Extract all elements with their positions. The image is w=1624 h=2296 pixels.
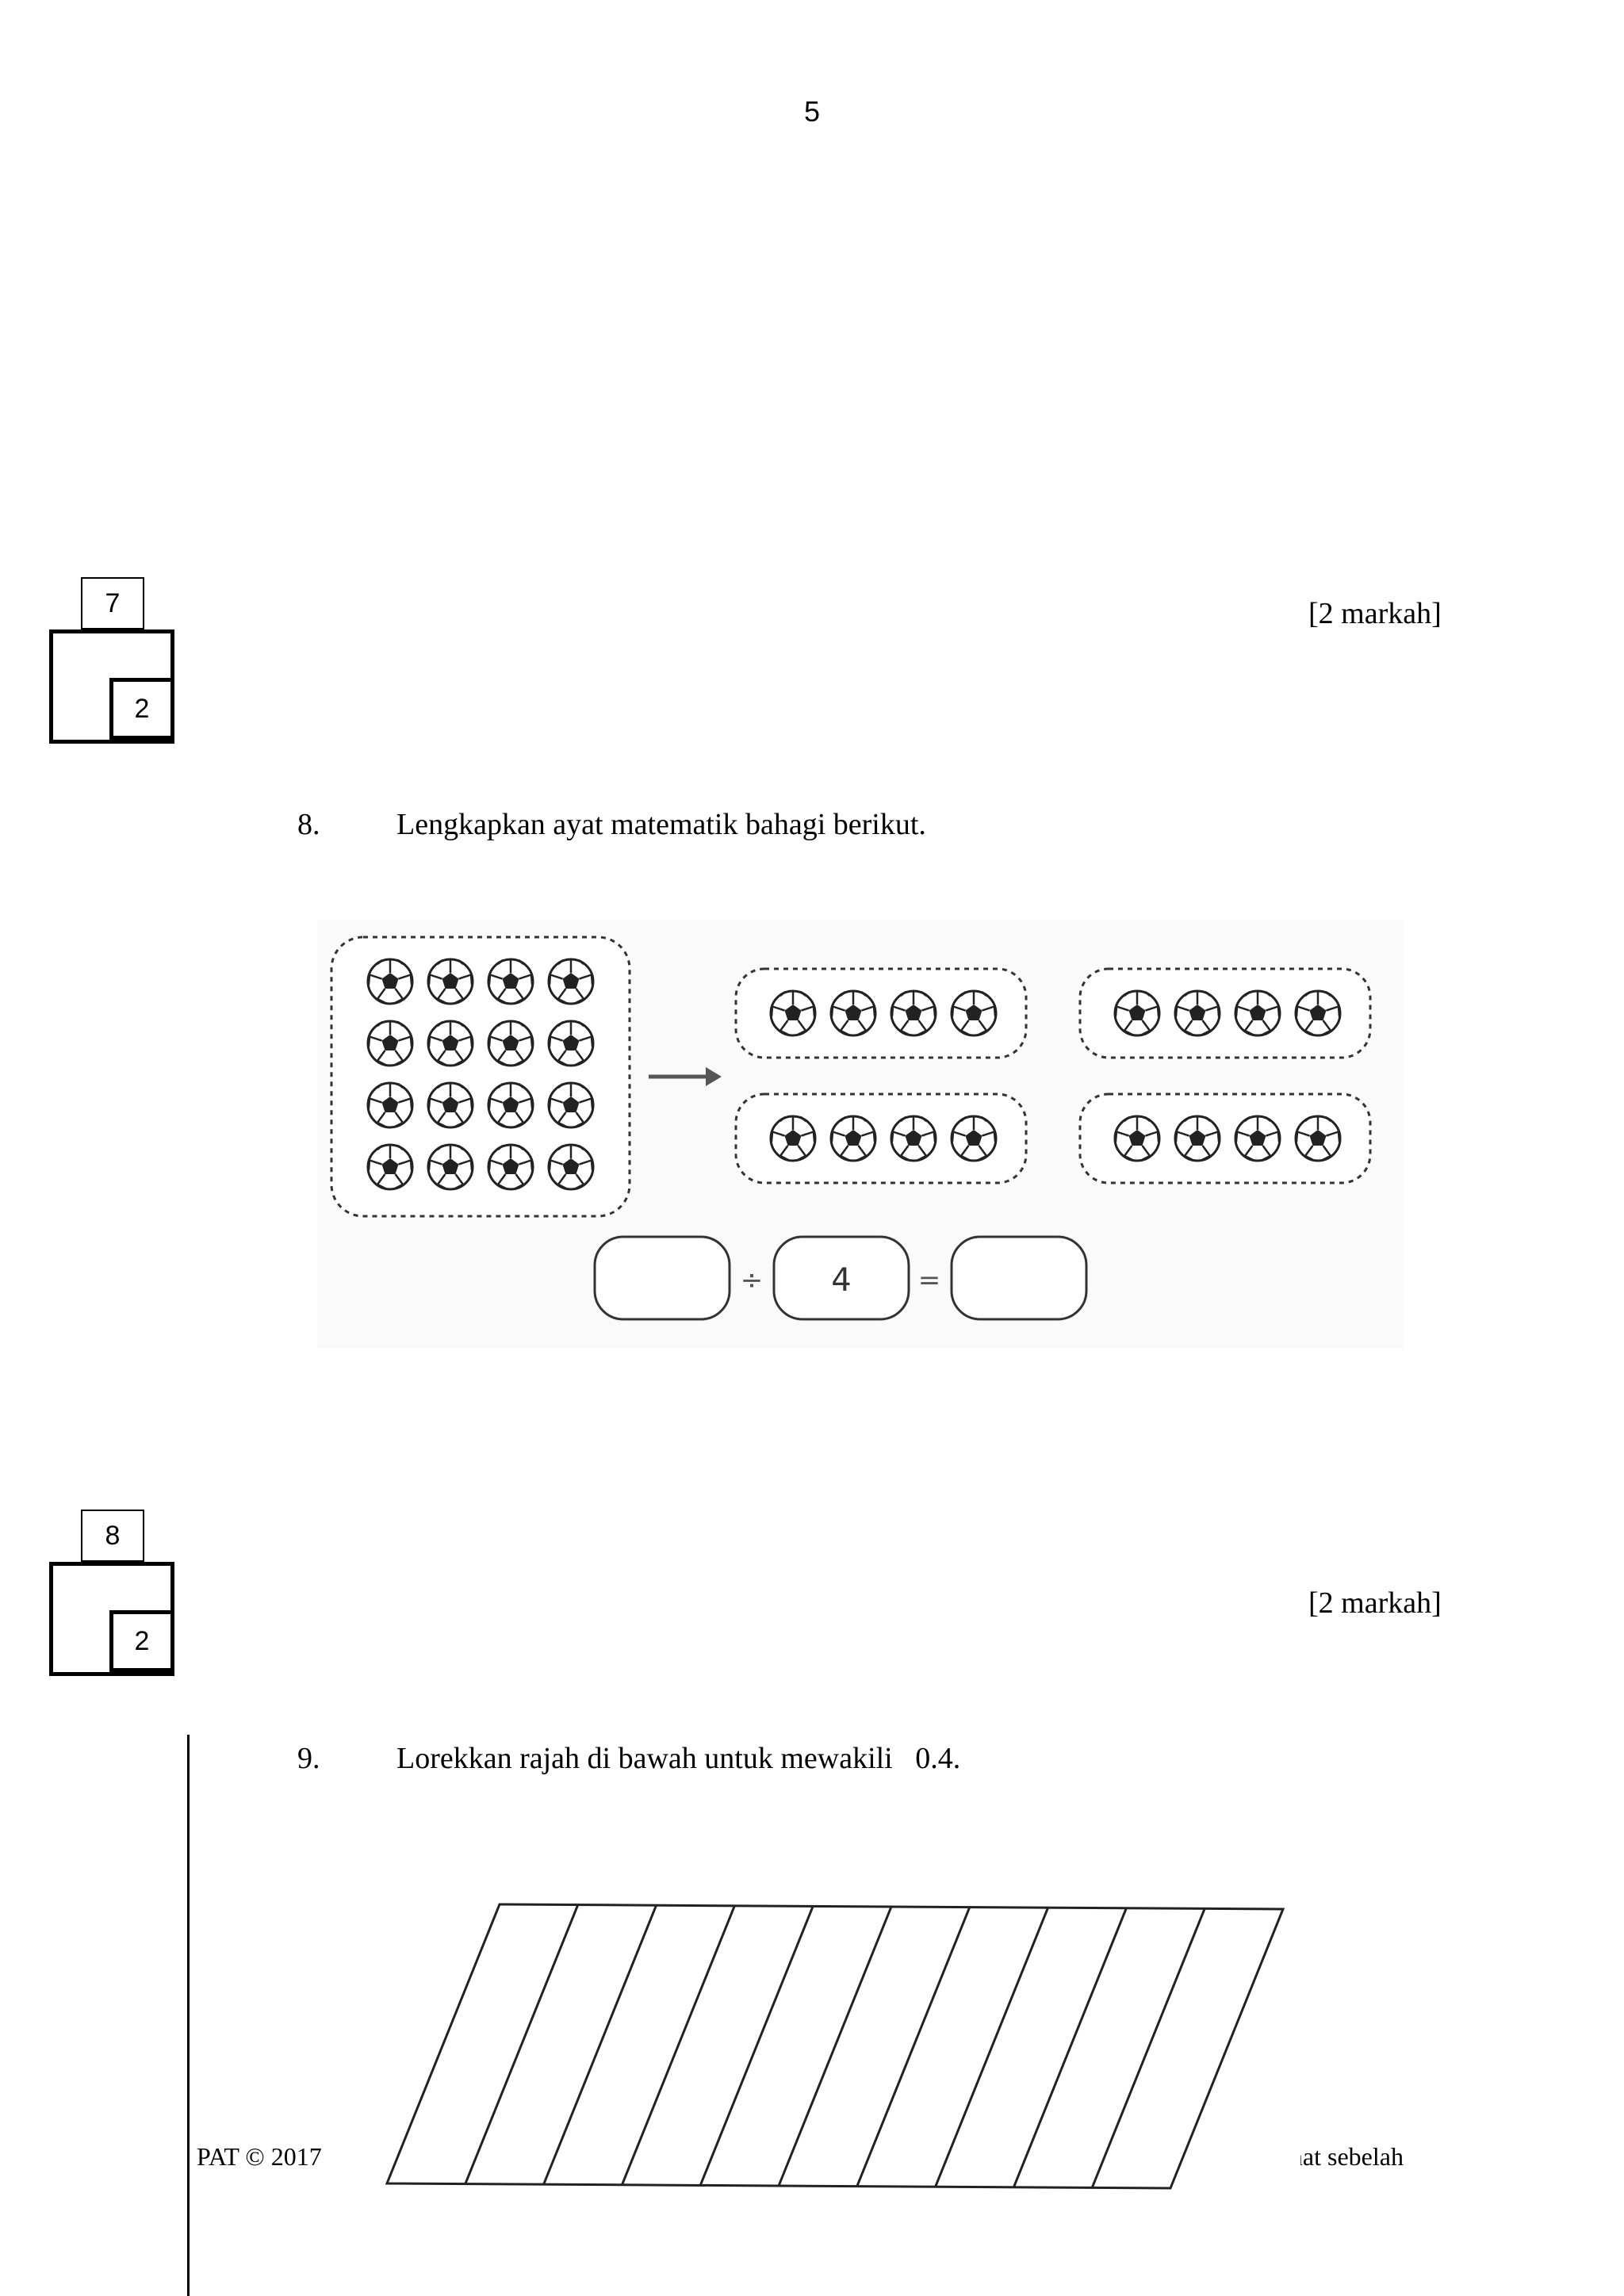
q8-division-figure: ÷ 4 = [317,920,1404,1348]
footer-copyright: PAT © 2017 [197,2142,322,2171]
q9-instruction: Lorekkan rajah di bawah untuk mewakili [396,1742,893,1775]
q8-quotient-answer-box [950,1235,1088,1321]
q8-divisor-value: 4 [831,1262,851,1299]
q9-divider-line [464,1904,580,2185]
q7-question-number-box: 7 [81,577,144,629]
q9-divider-line [777,1906,893,2187]
q8-dividend-answer-box [593,1235,731,1321]
q8-group-outline-2 [1078,967,1372,1059]
q8-divisor-box [772,1235,910,1321]
q9-divider-line [934,1907,1049,2187]
q7-score-box: 2 [109,678,174,740]
q8-number: 8. [297,808,320,841]
q9-parallelogram-outline [385,1903,1285,2190]
page-number: 5 [803,95,821,128]
margin-line [187,1735,190,2296]
q9-divider-line [699,1905,814,2186]
q9-value: 0.4. [915,1742,961,1775]
q9-divider-line [542,1904,657,2185]
q9-number: 9. [297,1742,320,1775]
q8-group-outline-1 [734,967,1028,1059]
q8-question-number-box: 8 [81,1510,144,1562]
q9-parallelogram-figure[interactable] [365,1887,1300,2204]
q8-marks-label: [2 markah] [1308,1586,1442,1620]
q8-score-outer: 2 [49,1562,174,1676]
q9-divider-line [856,1907,971,2187]
q9-text: Lorekkan rajah di bawah untuk mewakili 0… [396,1741,960,1776]
q8-score-box: 2 [109,1610,174,1672]
q8-divide-sign: ÷ [741,1265,764,1296]
q8-total-group-outline [330,936,631,1218]
q7-marks-label: [2 markah] [1308,597,1442,630]
q8-group-outline-4 [1078,1093,1372,1184]
q9-divider-line [621,1905,736,2186]
footer-next-page: ihat sebelah [1283,2142,1404,2171]
q8-text: Lengkapkan ayat matematik bahagi berikut… [396,808,926,841]
q8-group-outline-3 [734,1093,1028,1184]
q9-divider-line [1090,1908,1206,2188]
q8-equals-sign: = [918,1265,941,1296]
q9-divider-line [1013,1908,1128,2188]
q7-score-outer: 2 [49,629,174,744]
q8-arrow-icon [649,1067,722,1086]
